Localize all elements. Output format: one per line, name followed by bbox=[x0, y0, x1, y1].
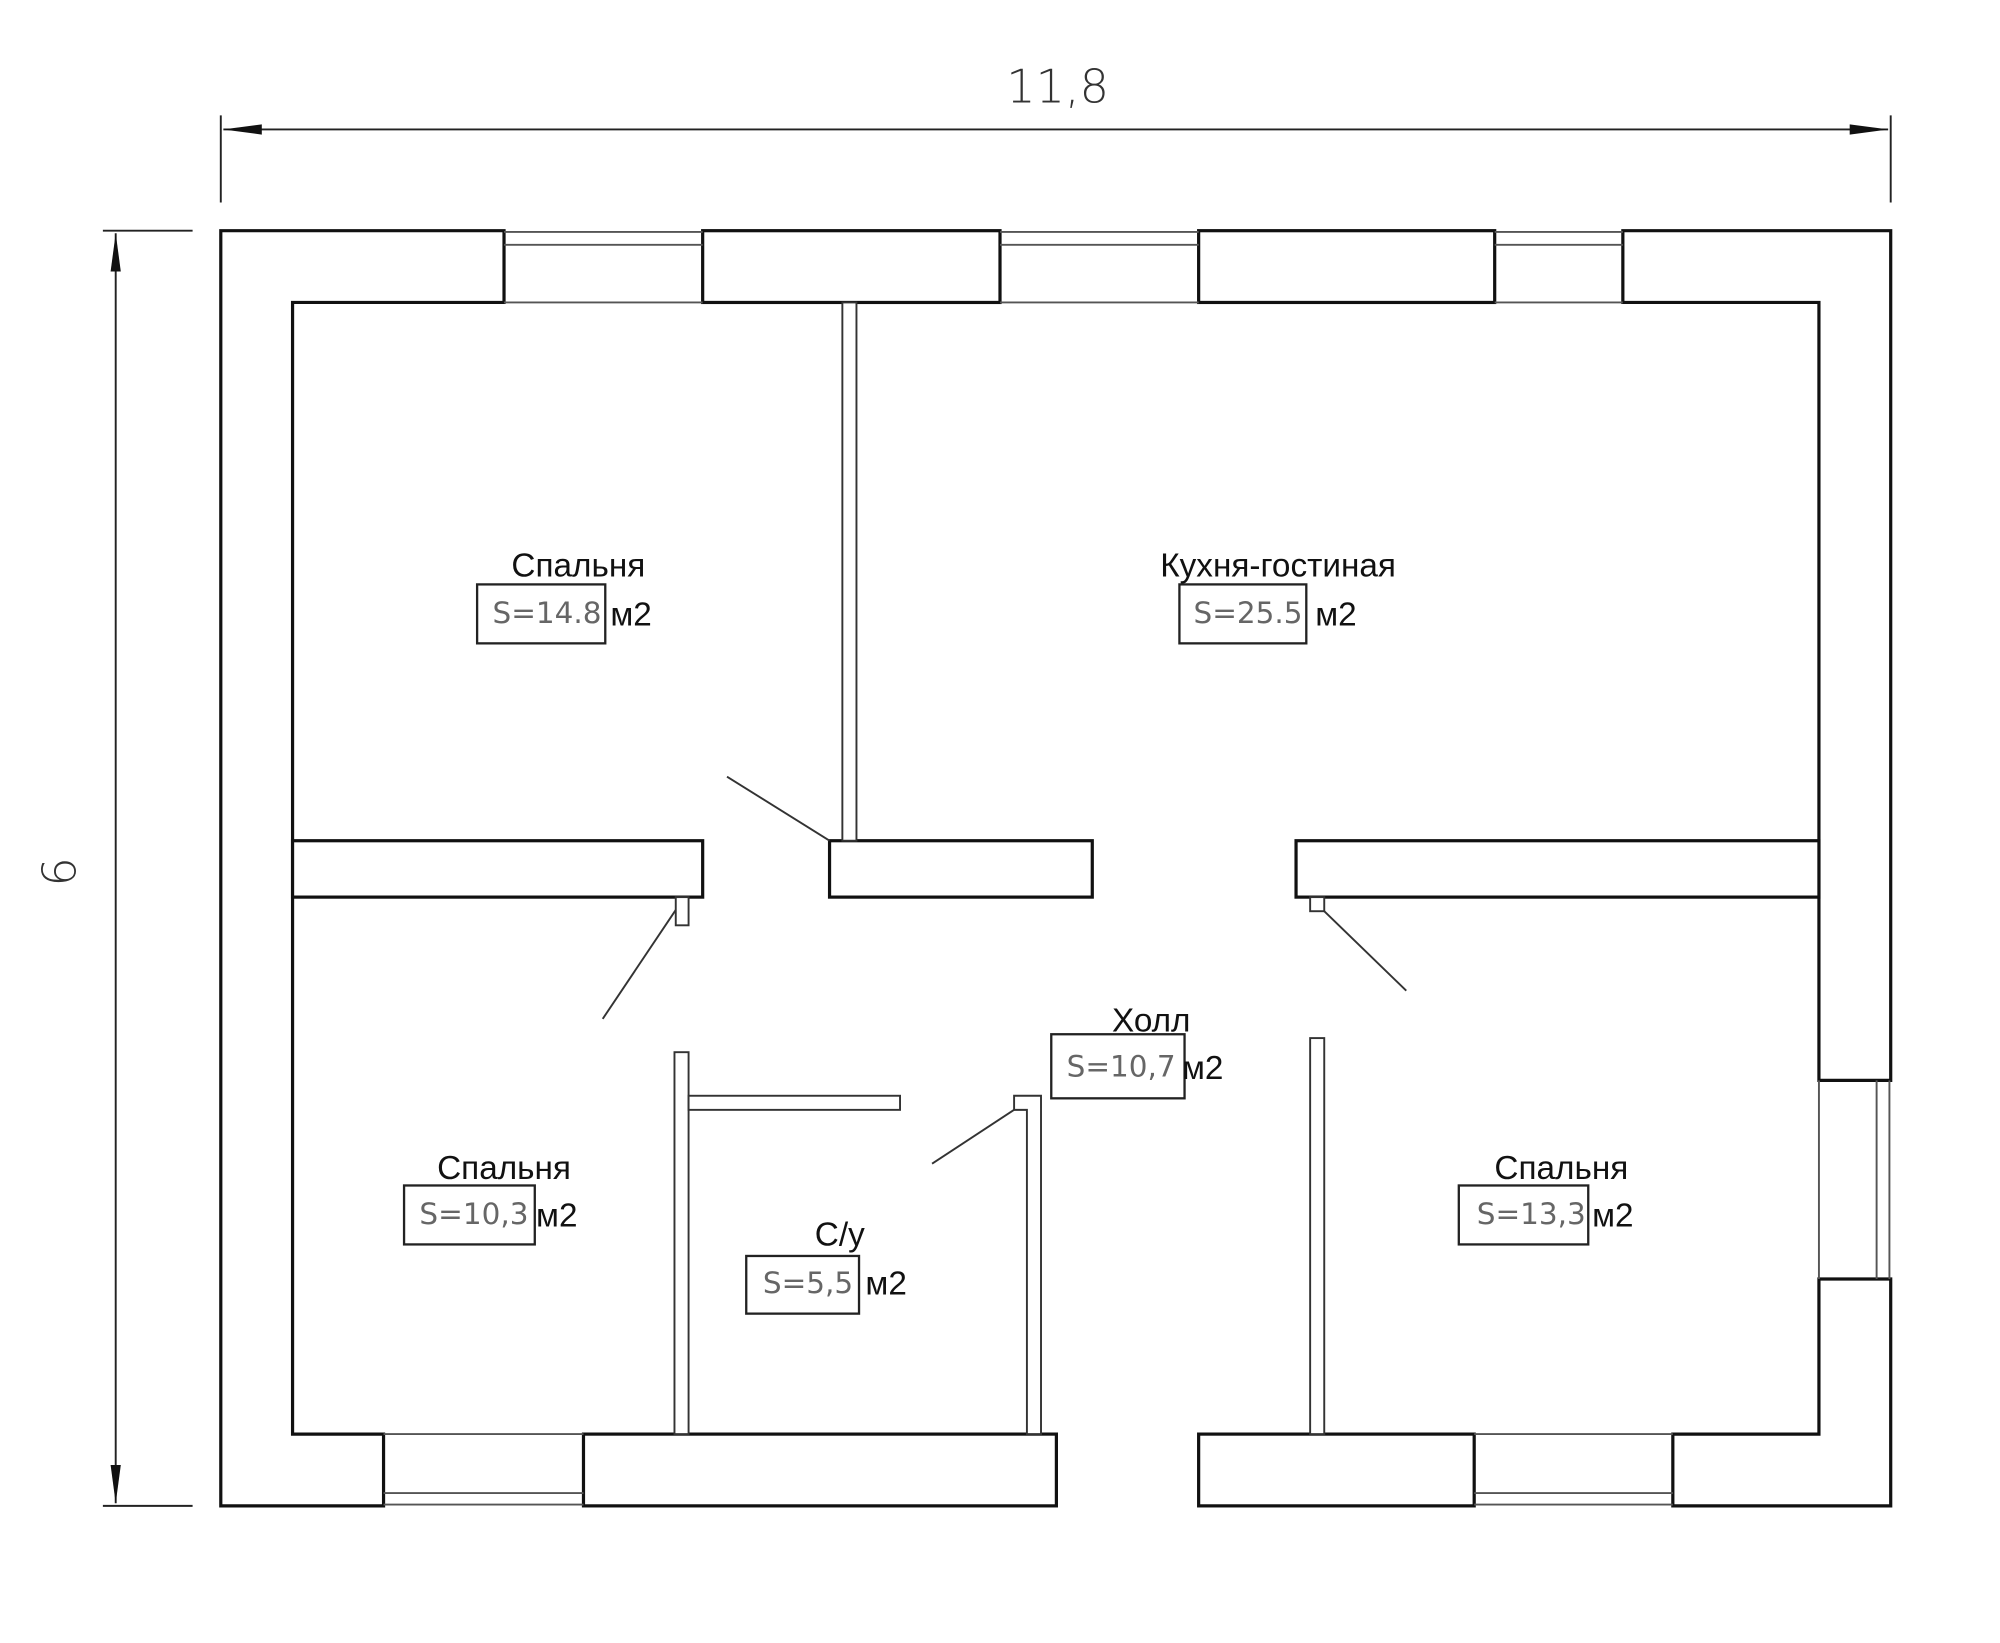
room-area: S=10,7 bbox=[1067, 1050, 1176, 1084]
room-name: Спальня bbox=[511, 548, 645, 585]
room-unit: м2 bbox=[1315, 596, 1356, 633]
window bbox=[1494, 231, 1623, 304]
window bbox=[504, 231, 703, 304]
windows bbox=[383, 231, 1891, 1506]
interior-walls bbox=[290, 301, 1821, 1436]
door-swing bbox=[931, 1109, 1015, 1165]
room-name: Кухня-гостиная bbox=[1160, 548, 1396, 585]
room-area: S=25.5 bbox=[1194, 596, 1303, 630]
door-swing bbox=[1323, 910, 1407, 992]
room-area: S=14.8 bbox=[492, 596, 601, 630]
room-hall: Холл S=10,7 м2 bbox=[1050, 1003, 1223, 1100]
doors bbox=[601, 775, 1407, 1165]
room-bathroom: С/у S=5,5 м2 bbox=[745, 1217, 907, 1315]
window bbox=[383, 1433, 584, 1506]
room-name: С/у bbox=[815, 1217, 865, 1254]
room-unit: м2 bbox=[865, 1265, 906, 1302]
height-dimension: 9 bbox=[30, 229, 193, 1507]
window bbox=[1817, 1080, 1891, 1280]
room-name: Спальня bbox=[1494, 1150, 1628, 1187]
room-area: S=10,3 bbox=[419, 1197, 528, 1231]
room-unit: м2 bbox=[610, 596, 651, 633]
width-label: 11,8 bbox=[1006, 60, 1109, 114]
exterior-walls bbox=[219, 229, 1893, 1508]
room-bedroom-bottom-left: Спальня S=10,3 м2 bbox=[402, 1150, 578, 1246]
room-unit: м2 bbox=[1182, 1050, 1223, 1087]
room-area: S=5,5 bbox=[763, 1266, 853, 1300]
room-kitchen-living: Кухня-гостиная S=25.5 м2 bbox=[1160, 548, 1396, 645]
room-bedroom-top-left: Спальня S=14.8 м2 bbox=[475, 548, 652, 645]
height-label: 9 bbox=[30, 857, 84, 886]
room-bedroom-bottom-right: Спальня S=13,3 м2 bbox=[1457, 1150, 1634, 1246]
door-swing bbox=[726, 775, 831, 842]
width-dimension: 11,8 bbox=[219, 60, 1892, 203]
room-unit: м2 bbox=[1592, 1197, 1633, 1234]
window bbox=[1474, 1433, 1673, 1506]
room-area: S=13,3 bbox=[1477, 1197, 1586, 1231]
room-name: Спальня bbox=[437, 1150, 571, 1187]
room-unit: м2 bbox=[536, 1197, 577, 1234]
door-swing bbox=[601, 909, 677, 1020]
window bbox=[1000, 231, 1199, 304]
